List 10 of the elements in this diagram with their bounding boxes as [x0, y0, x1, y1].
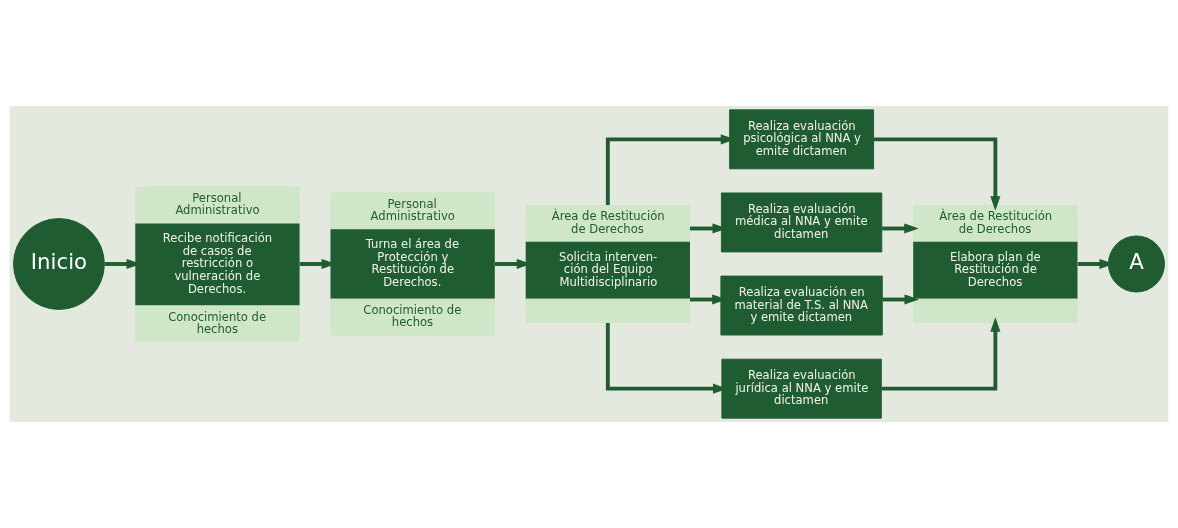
node-box: Realiza evaluación jurídica al NNA y emite dictamen — [721, 358, 882, 419]
arrow — [882, 223, 919, 234]
arrow — [882, 294, 920, 305]
node-box: Realiza evaluación en material de T.S. al NNA y emite dictamen — [720, 275, 883, 336]
arrow — [873, 137, 1001, 211]
arrow — [881, 317, 1001, 391]
node-circle: Inicio — [13, 218, 105, 310]
node-circle: A — [1107, 235, 1165, 293]
node-box: Realiza evaluación médica al NNA y emite dictamen — [720, 192, 883, 253]
node-box: Realiza evaluación psicológica al NNA y emite dictamen — [729, 109, 875, 170]
